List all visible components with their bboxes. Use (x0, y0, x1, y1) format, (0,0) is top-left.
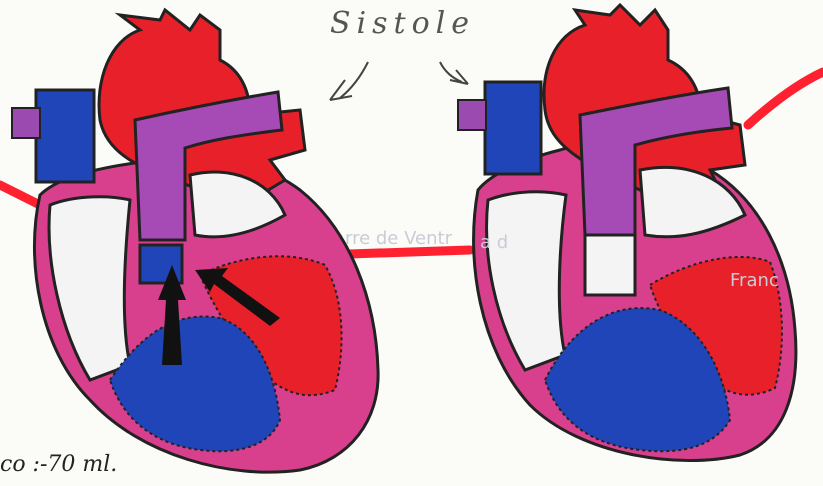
right-pointer-arrow (440, 62, 468, 84)
heart-right-vena-stub (458, 100, 486, 130)
heart-right-vena-cava (485, 82, 541, 174)
heart-right (458, 5, 796, 461)
diagram-title: Sistole (330, 6, 475, 41)
left-pointer-arrow (330, 62, 368, 100)
faint-text-1: rre de Ventr (345, 228, 452, 249)
heart-left-vena-stub (12, 108, 40, 138)
heart-right-valve-box (585, 235, 635, 295)
volume-note: co :-70 ml. (0, 452, 117, 477)
faint-text-2: a d (480, 232, 508, 253)
faint-text-3: Franc (730, 270, 779, 291)
heart-left (12, 10, 378, 472)
heart-left-vena-cava (36, 90, 94, 182)
